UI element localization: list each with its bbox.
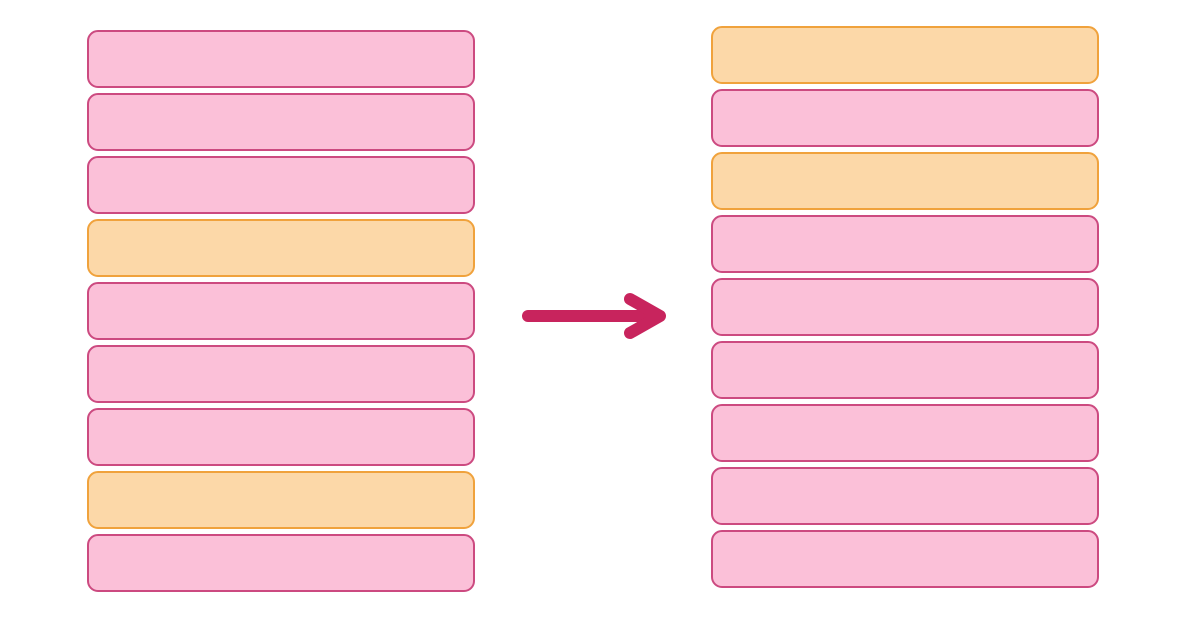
before-bar-orange	[87, 219, 475, 277]
after-bar-pink	[711, 278, 1099, 336]
after-bar-pink	[711, 89, 1099, 147]
before-bar-pink	[87, 30, 475, 88]
before-bar-orange	[87, 471, 475, 529]
before-bar-pink	[87, 156, 475, 214]
after-bar-orange	[711, 26, 1099, 84]
after-bar-pink	[711, 215, 1099, 273]
before-bar-pink	[87, 282, 475, 340]
after-bar-pink	[711, 404, 1099, 462]
before-bar-pink	[87, 93, 475, 151]
after-bar-pink	[711, 530, 1099, 588]
after-bar-pink	[711, 467, 1099, 525]
before-bar-pink	[87, 345, 475, 403]
before-bar-pink	[87, 408, 475, 466]
after-bar-orange	[711, 152, 1099, 210]
right-arrow-icon	[522, 293, 666, 339]
before-bar-pink	[87, 534, 475, 592]
after-bar-pink	[711, 341, 1099, 399]
after-stack	[711, 26, 1099, 593]
before-stack	[87, 30, 475, 597]
